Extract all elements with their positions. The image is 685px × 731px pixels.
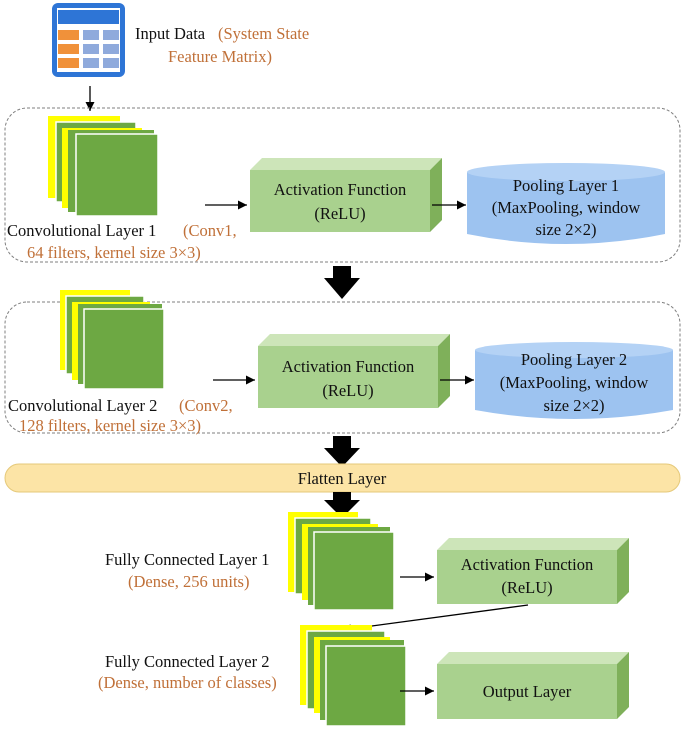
table-icon [52, 3, 125, 77]
conv2-label: Convolutional Layer 2 [8, 396, 157, 415]
pool1-line1: Pooling Layer 1 [513, 176, 619, 195]
activation-box-3 [437, 538, 629, 604]
fc2-label: Fully Connected Layer 2 [105, 652, 270, 671]
input-detail-line2: Feature Matrix) [168, 47, 272, 66]
input-detail-line1: (System State [218, 24, 309, 43]
fc2-feature-maps [300, 625, 407, 727]
conv2-feature-maps [60, 290, 165, 390]
activation1-line1: Activation Function [274, 180, 406, 199]
activation2-line1: Activation Function [282, 357, 414, 376]
block1-frame [4, 107, 681, 263]
activation2-line2: (ReLU) [322, 381, 373, 400]
conv1-detail-line2: 64 filters, kernel size 3×3) [27, 243, 201, 262]
pool2-line2: (MaxPooling, window [500, 373, 649, 392]
pool2-line3: size 2×2) [543, 396, 604, 415]
conv2-detail-line2: 128 filters, kernel size 3×3) [19, 416, 201, 435]
fc1-feature-maps [288, 512, 395, 611]
pool1-line2: (MaxPooling, window [492, 198, 641, 217]
activation-box-1 [250, 158, 442, 232]
arrow-activation3-to-fc2 [341, 604, 529, 634]
conv1-label: Convolutional Layer 1 [7, 221, 156, 240]
arrow-block2-to-flatten [324, 436, 360, 467]
fc2-detail: (Dense, number of classes) [98, 673, 277, 692]
flatten-label: Flatten Layer [298, 469, 387, 488]
conv1-feature-maps [48, 116, 159, 217]
arrow-block1-to-block2 [324, 266, 360, 299]
fc1-detail: (Dense, 256 units) [128, 572, 249, 591]
pool-box-1 [467, 163, 665, 244]
activation3-line1: Activation Function [461, 555, 593, 574]
arrow-flatten-to-fc1 [324, 492, 360, 518]
activation3-line2: (ReLU) [501, 578, 552, 597]
fc1-label: Fully Connected Layer 1 [105, 550, 270, 569]
input-label: Input Data [135, 24, 206, 43]
pool2-line1: Pooling Layer 2 [521, 350, 627, 369]
conv2-detail-line1: (Conv2, [179, 396, 233, 415]
conv1-detail-line1: (Conv1, [183, 221, 237, 240]
pool1-line3: size 2×2) [535, 220, 596, 239]
activation-box-2 [258, 334, 450, 408]
output-layer-label: Output Layer [483, 682, 572, 701]
output-layer-box [437, 652, 629, 719]
activation1-line2: (ReLU) [314, 204, 365, 223]
pool-box-2 [475, 342, 673, 419]
block2-frame [4, 301, 681, 434]
